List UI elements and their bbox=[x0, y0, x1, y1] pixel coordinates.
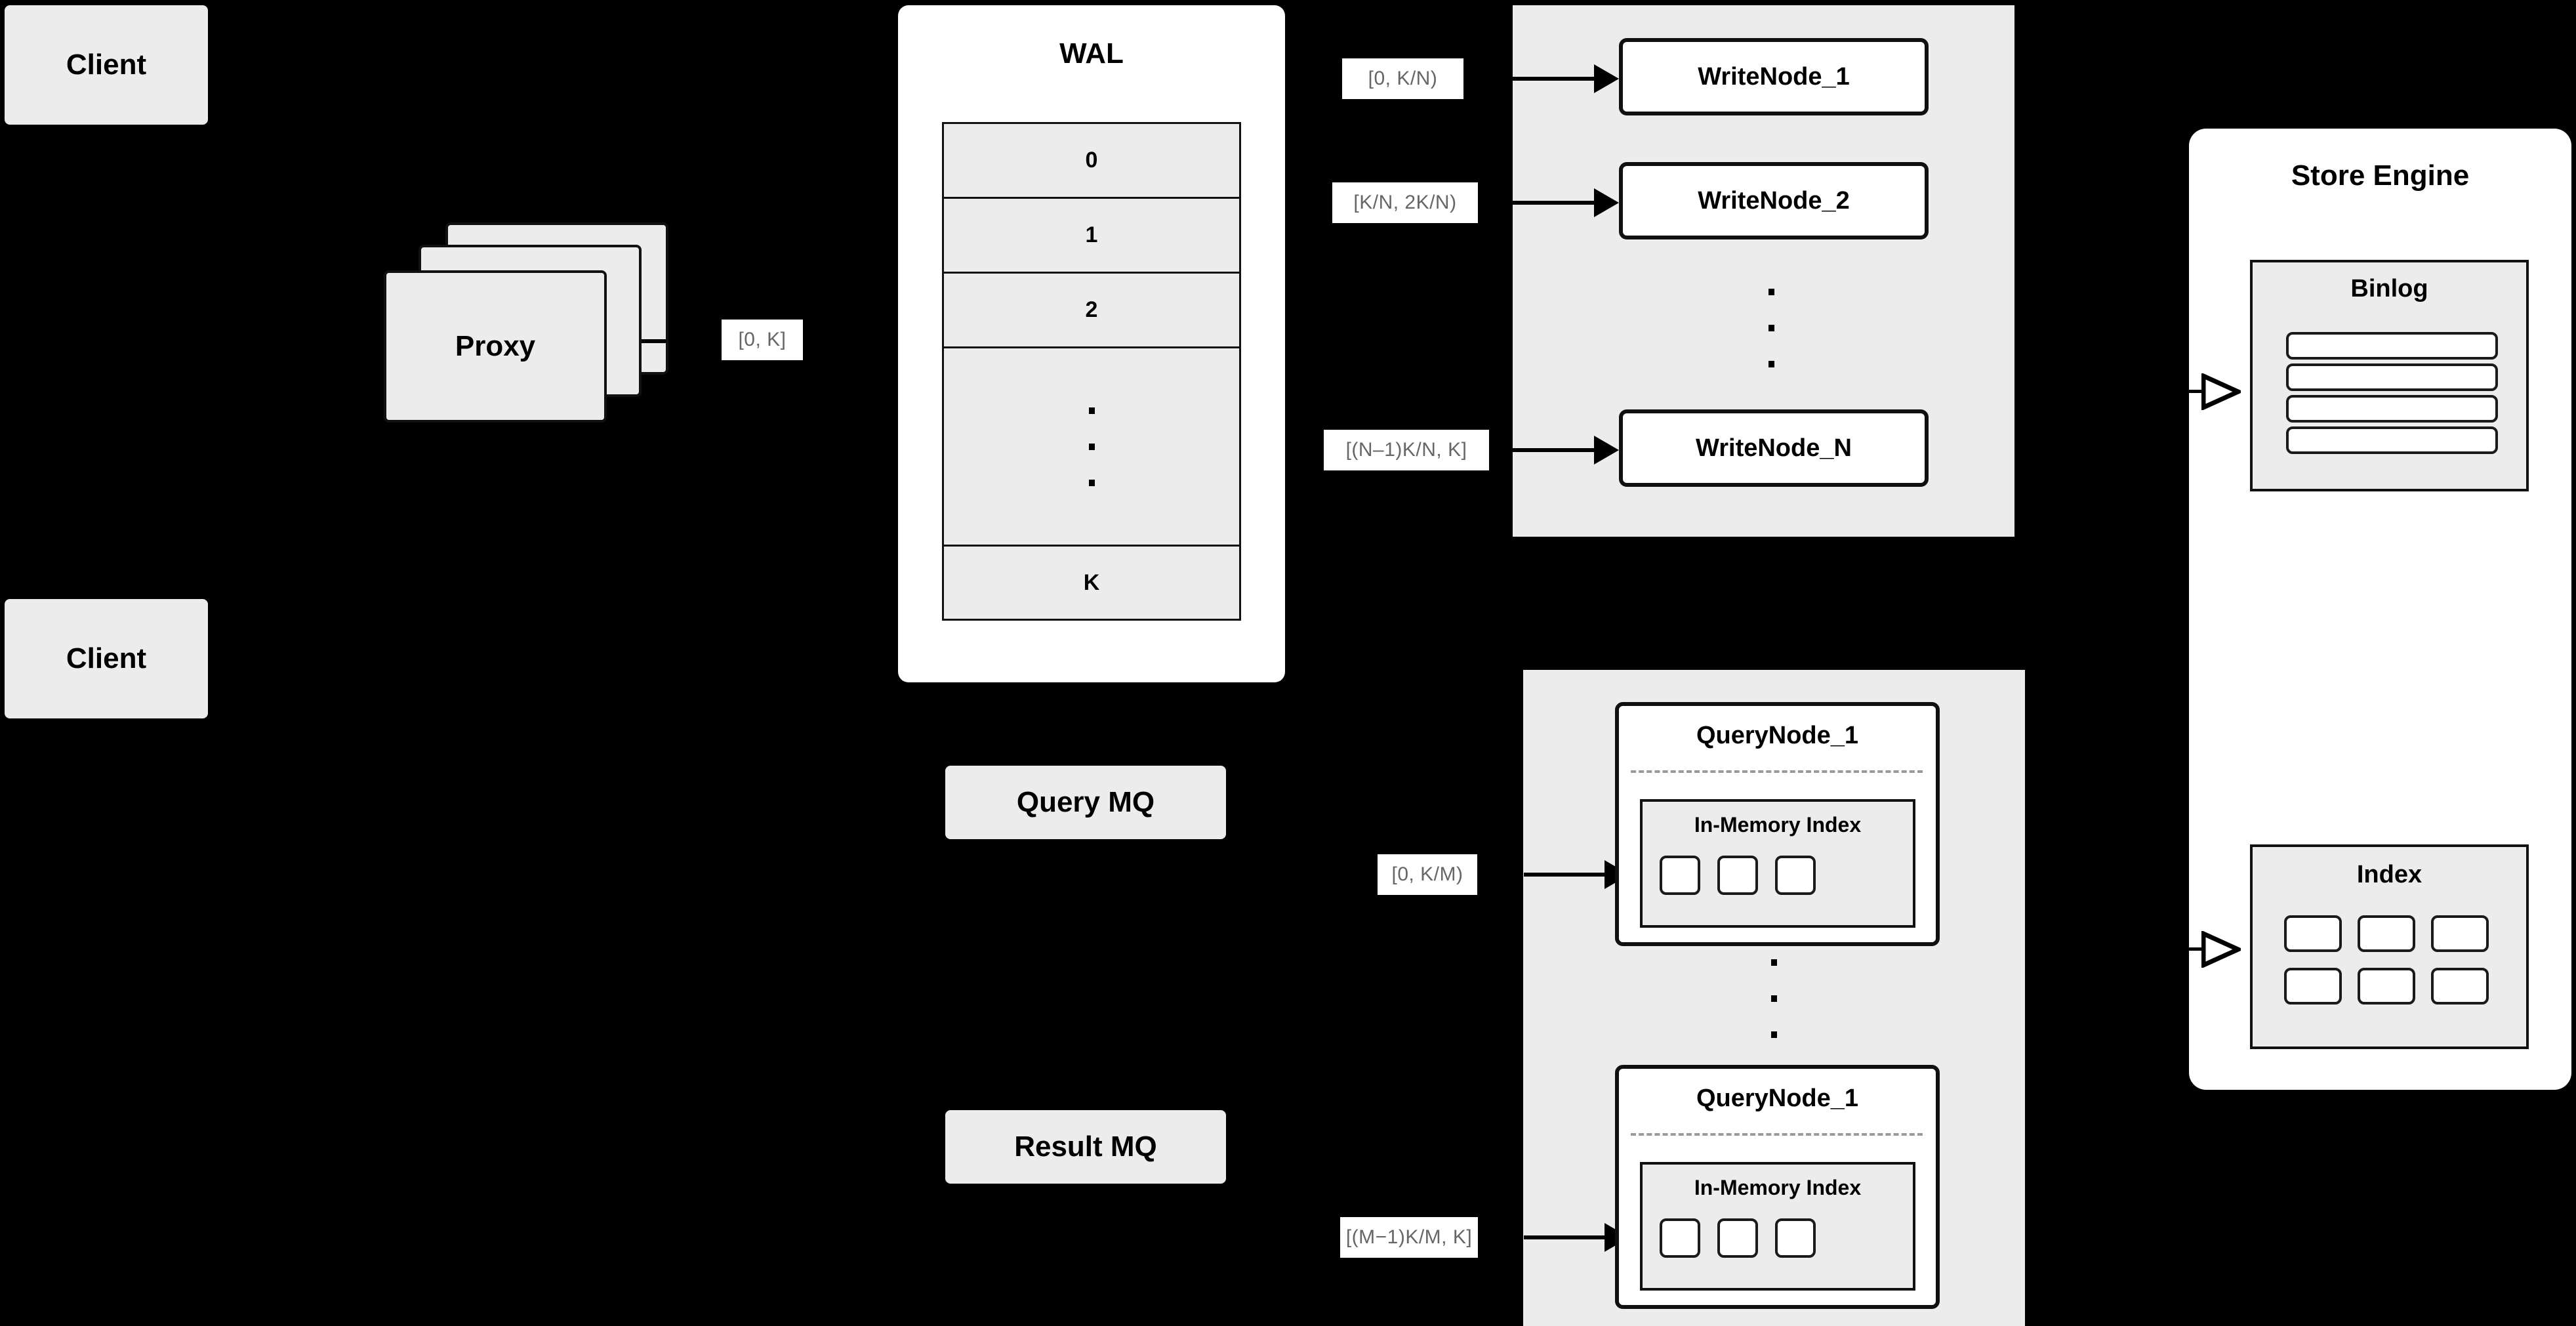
querynode-title-1: QueryNode_1 bbox=[1696, 721, 1859, 749]
querynode-2-range-label: [(M−1)K/M, K] bbox=[1340, 1217, 1478, 1258]
writenode-n-range-label: [(N–1)K/N, K] bbox=[1324, 430, 1489, 470]
store-engine-title: Store Engine bbox=[2291, 159, 2470, 192]
writenode-1-arrow-head-icon bbox=[1594, 64, 1619, 93]
client-box-2[interactable]: Client bbox=[5, 599, 208, 718]
proxy-card-front[interactable]: Proxy bbox=[384, 270, 607, 423]
querynode-1-arrow-line bbox=[1524, 873, 1619, 877]
client-box-1[interactable]: Client bbox=[5, 5, 208, 125]
in-memory-index-cell bbox=[1775, 856, 1816, 895]
index-title: Index bbox=[2356, 860, 2423, 888]
client-label-2: Client bbox=[66, 642, 147, 674]
query-mq-label: Query MQ bbox=[1016, 786, 1155, 818]
in-memory-index-title-2: In-Memory Index bbox=[1694, 1175, 1862, 1199]
binlog-bar bbox=[2286, 332, 2498, 360]
wal-row-2: 2 bbox=[944, 274, 1239, 348]
querynode-vertical-ellipsis-icon bbox=[1771, 959, 1777, 1038]
wal-title: WAL bbox=[1059, 37, 1124, 70]
binlog-inbound-arrow-line bbox=[2175, 390, 2206, 393]
wal-row-k: K bbox=[944, 547, 1239, 619]
result-mq-label: Result MQ bbox=[1014, 1130, 1157, 1163]
index-cell bbox=[2284, 968, 2342, 1005]
binlog-bar bbox=[2286, 426, 2498, 454]
writenode-box-1[interactable]: WriteNode_1 bbox=[1619, 38, 1929, 115]
index-cell bbox=[2431, 968, 2489, 1005]
writenode-vertical-ellipsis-icon bbox=[1768, 289, 1774, 367]
wal-vertical-ellipsis-icon bbox=[1088, 407, 1095, 486]
index-cell bbox=[2358, 968, 2415, 1005]
wal-row-1: 1 bbox=[944, 199, 1239, 274]
in-memory-index-cell bbox=[1717, 1218, 1758, 1258]
in-memory-index-cell bbox=[1717, 856, 1758, 895]
proxy-label: Proxy bbox=[455, 330, 536, 362]
index-inbound-arrow-head-icon bbox=[2201, 931, 2241, 968]
wal-table: 0 1 2 K bbox=[942, 122, 1241, 621]
result-mq-box[interactable]: Result MQ bbox=[945, 1110, 1226, 1184]
querynode-card-2[interactable]: QueryNode_1 In-Memory Index bbox=[1615, 1065, 1940, 1309]
writenode-2-range-label: [K/N, 2K/N) bbox=[1332, 182, 1478, 223]
querynode-1-range-label: [0, K/M) bbox=[1378, 854, 1477, 895]
querynode-separator-1 bbox=[1631, 770, 1923, 773]
index-inbound-arrow-line bbox=[2175, 947, 2206, 951]
writenode-2-arrow-head-icon bbox=[1594, 188, 1619, 217]
binlog-title: Binlog bbox=[2350, 274, 2428, 302]
index-cell bbox=[2431, 915, 2489, 952]
wal-row-0: 0 bbox=[944, 124, 1239, 199]
binlog-inbound-arrow-head-icon bbox=[2201, 373, 2241, 410]
proxy-to-wal-connector bbox=[642, 339, 666, 343]
binlog-bar bbox=[2286, 395, 2498, 423]
wal-row-ellipsis bbox=[944, 348, 1239, 547]
writenode-n-arrow-line bbox=[1513, 448, 1608, 452]
querynode-2-arrow-line bbox=[1524, 1235, 1619, 1239]
index-panel: Index bbox=[2250, 844, 2529, 1049]
writenode-box-2[interactable]: WriteNode_2 bbox=[1619, 162, 1929, 239]
writenode-label-n: WriteNode_N bbox=[1696, 434, 1852, 462]
index-cell bbox=[2358, 915, 2415, 952]
writenode-2-arrow-line bbox=[1513, 201, 1608, 205]
in-memory-index-title-1: In-Memory Index bbox=[1694, 812, 1862, 837]
in-memory-index-panel-2: In-Memory Index bbox=[1640, 1162, 1915, 1291]
writenode-n-arrow-head-icon bbox=[1594, 436, 1619, 465]
in-memory-index-cell bbox=[1775, 1218, 1816, 1258]
querynode-title-2: QueryNode_1 bbox=[1696, 1084, 1859, 1112]
binlog-bar bbox=[2286, 363, 2498, 391]
index-cell bbox=[2284, 915, 2342, 952]
in-memory-index-cell bbox=[1660, 856, 1700, 895]
writenode-label-2: WriteNode_2 bbox=[1698, 186, 1850, 215]
query-mq-box[interactable]: Query MQ bbox=[945, 766, 1226, 839]
writenode-label-1: WriteNode_1 bbox=[1698, 62, 1850, 91]
writenode-box-n[interactable]: WriteNode_N bbox=[1619, 409, 1929, 487]
in-memory-index-panel-1: In-Memory Index bbox=[1640, 799, 1915, 928]
writenode-1-range-label: [0, K/N) bbox=[1342, 58, 1463, 99]
writenode-1-arrow-line bbox=[1513, 77, 1608, 81]
in-memory-index-cell bbox=[1660, 1218, 1700, 1258]
proxy-range-label: [0, K] bbox=[722, 320, 803, 360]
binlog-panel: Binlog bbox=[2250, 260, 2529, 491]
client-label-1: Client bbox=[66, 49, 147, 81]
querynode-separator-2 bbox=[1631, 1133, 1923, 1136]
querynode-card-1[interactable]: QueryNode_1 In-Memory Index bbox=[1615, 702, 1940, 946]
